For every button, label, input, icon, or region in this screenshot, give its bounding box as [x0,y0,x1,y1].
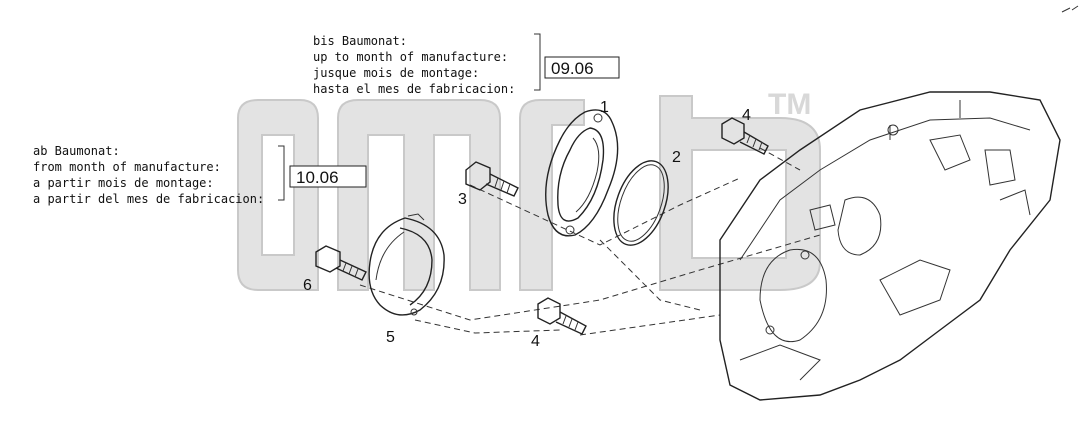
engine-block [719,91,1061,401]
assembly-lines [359,147,821,336]
date-box-until [544,56,620,79]
date-until: 09.06 [551,59,594,78]
note-from-line-en: from month of manufacture: [33,160,221,174]
callout-5: 5 [386,329,395,346]
corner-mark [1061,5,1079,13]
date-box-from [289,165,367,188]
note-until-block: bis Baumonat: up to month of manufacture… [313,33,620,96]
date-from: 10.06 [296,168,339,187]
part-2-seal-ring [613,160,669,246]
part-4-bolt-top [721,117,769,155]
note-until-line-de: bis Baumonat: [313,34,407,48]
part-5-end-cover [368,213,445,316]
note-from-line-es: a partir del mes de fabricacion: [33,192,264,206]
note-from-block: ab Baumonat: from month of manufacture: … [33,144,367,206]
watermark-tm: TM [768,88,811,121]
note-until-line-es: hasta el mes de fabricacion: [313,82,515,96]
note-from-bracket [278,145,285,201]
note-until-bracket [534,33,541,91]
callout-1: 1 [600,99,609,116]
callout-4-bottom: 4 [531,333,540,350]
note-from-line-de: ab Baumonat: [33,144,120,158]
note-until-line-fr: jusque mois de montage: [313,66,479,80]
watermark-logo [237,95,821,291]
note-from-line-fr: a partir mois de montage: [33,176,214,190]
part-1-housing [545,109,619,237]
part-6-bolt [315,245,367,281]
part-4-bolt-bottom [537,297,587,335]
callout-3: 3 [458,191,467,208]
callout-6: 6 [303,277,312,294]
note-until-line-en: up to month of manufacture: [313,50,508,64]
callout-4-top: 4 [742,107,751,124]
callout-2: 2 [672,149,681,166]
part-3-bolt [465,161,519,197]
